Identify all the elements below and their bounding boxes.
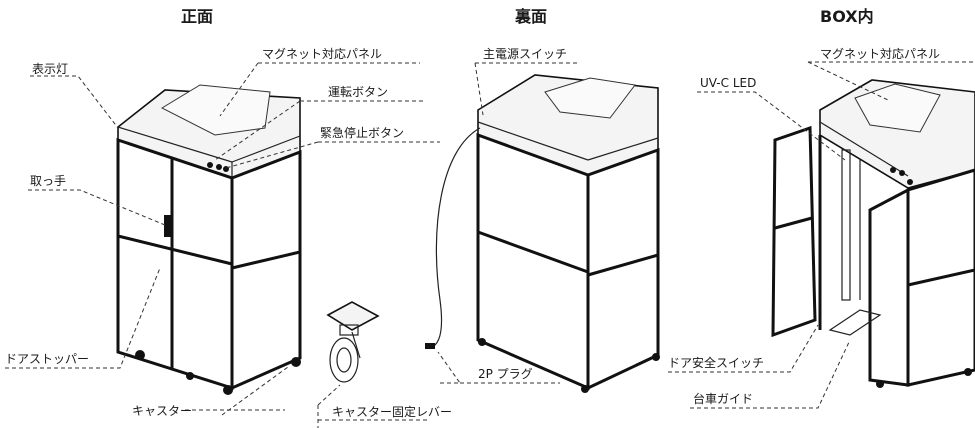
back-cabinet-drawing — [425, 74, 660, 393]
inside-cabinet-drawing — [771, 79, 975, 388]
back-view-heading: 裏面 — [515, 7, 548, 26]
inside-view-heading: BOX内 — [820, 7, 874, 26]
caster-detail-drawing — [326, 301, 380, 383]
front-door-frame — [116, 137, 234, 391]
front-magnet-panel-shape — [160, 84, 271, 136]
inside-left-door — [771, 125, 817, 338]
estop-button-label: 緊急停止ボタン — [320, 126, 405, 140]
uvc-led-label: UV-C LED — [700, 76, 757, 90]
indicator-label: 表示灯 — [32, 62, 69, 76]
front-view-heading: 正面 — [181, 7, 214, 26]
front-indicator-lamp — [207, 162, 213, 168]
inside-magnet-panel-label: マグネット対応パネル — [820, 47, 941, 61]
run-button-label: 運転ボタン — [328, 85, 389, 99]
caster-lock-label: キャスター固定レバー — [332, 405, 453, 419]
front-magnet-panel-label: マグネット対応パネル — [262, 47, 383, 61]
front-side-frame — [230, 149, 302, 391]
front-run-button-shape — [216, 164, 222, 170]
leader-lines — [5, 61, 975, 428]
uvc-led-bar — [841, 149, 851, 301]
power-cable — [429, 127, 481, 349]
front-handle-shape — [164, 215, 171, 237]
cart-guide-label: 台車ガイド — [693, 392, 754, 406]
handle-label: 取っ手 — [30, 174, 67, 188]
back-panel-frame — [476, 132, 590, 391]
plug-label: 2P プラグ — [478, 367, 533, 381]
inside-right-door — [868, 187, 910, 387]
caster-label: キャスター — [132, 404, 193, 418]
front-cabinet-drawing — [116, 84, 302, 395]
door-stopper-label: ドアストッパー — [5, 352, 90, 366]
door-safety-switch-label: ドア安全スイッチ — [668, 356, 765, 370]
main-switch-label: 主電源スイッチ — [483, 47, 568, 61]
